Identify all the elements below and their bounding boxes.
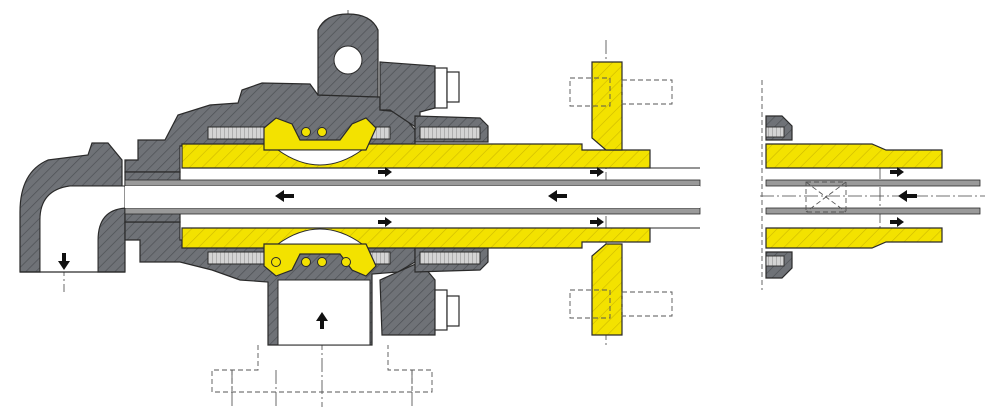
elbow-inlet-housing bbox=[19, 142, 126, 273]
bearing-ball-icon bbox=[317, 257, 327, 267]
flow-direction-arrow-icon bbox=[378, 217, 392, 227]
bearing-ball-icon bbox=[271, 257, 281, 267]
main-housing bbox=[124, 13, 436, 346]
flow-direction-arrow-icon bbox=[548, 190, 567, 202]
mounting-flange bbox=[569, 61, 673, 336]
bearing-ball-icon bbox=[317, 127, 327, 137]
right-end-section bbox=[765, 115, 981, 279]
rotor-shaft bbox=[181, 117, 651, 277]
bearing-ball-icon bbox=[301, 257, 311, 267]
flow-arrows bbox=[58, 167, 917, 329]
bolt-heads bbox=[434, 67, 460, 331]
flow-direction-arrow-icon bbox=[890, 167, 904, 177]
flow-direction-arrow-icon bbox=[378, 167, 392, 177]
seal-rings bbox=[207, 126, 481, 265]
flow-direction-arrow-icon bbox=[898, 190, 917, 202]
flow-direction-arrow-icon bbox=[590, 217, 604, 227]
flow-direction-arrow-icon bbox=[58, 253, 70, 270]
bearing-ball-icon bbox=[301, 127, 311, 137]
flow-direction-arrow-icon bbox=[590, 167, 604, 177]
flow-direction-arrow-icon bbox=[275, 190, 294, 202]
base-support-outline bbox=[211, 345, 433, 393]
bearing-ball-icon bbox=[341, 257, 351, 267]
inner-tube bbox=[124, 167, 701, 229]
flow-direction-arrow-icon bbox=[316, 312, 328, 329]
flow-direction-arrow-icon bbox=[890, 217, 904, 227]
bearing-balls bbox=[271, 127, 351, 267]
